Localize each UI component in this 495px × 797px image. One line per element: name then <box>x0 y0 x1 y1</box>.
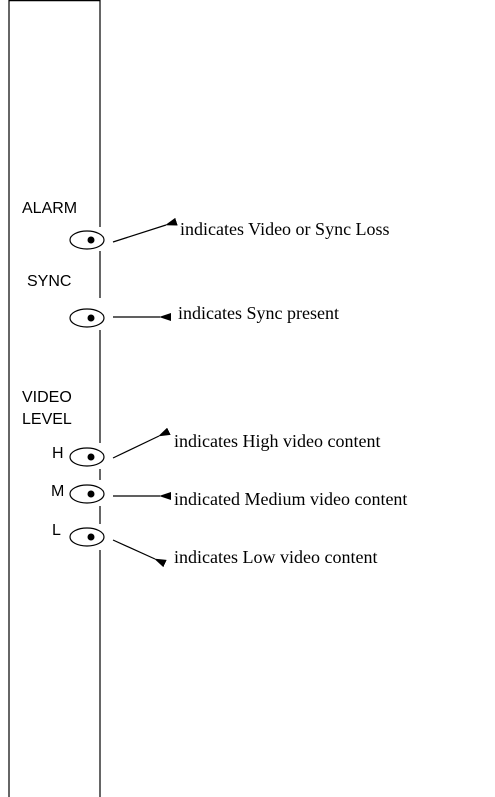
high-description: indicates High video content <box>174 431 381 451</box>
video-low-arrow-icon <box>112 539 167 568</box>
level-medium-label: M <box>51 483 65 500</box>
alarm-description: indicates Video or Sync Loss <box>180 219 390 239</box>
video-label: VIDEO <box>22 389 72 406</box>
alarm-led-icon <box>69 230 105 250</box>
sync-label: SYNC <box>27 273 72 290</box>
video-low-led-icon <box>69 527 105 547</box>
alarm-arrow-icon <box>112 217 178 243</box>
alarm-label: ALARM <box>22 200 78 217</box>
sync-led-icon <box>69 308 105 328</box>
video-high-led-icon <box>69 447 105 467</box>
medium-description: indicated Medium video content <box>174 489 408 509</box>
level-label: LEVEL <box>22 411 72 428</box>
level-low-label: L <box>52 522 61 539</box>
low-description: indicates Low video content <box>174 547 378 567</box>
level-high-label: H <box>52 445 64 462</box>
video-high-arrow-icon <box>112 427 171 459</box>
sync-description: indicates Sync present <box>178 303 339 323</box>
video-medium-led-icon <box>69 484 105 504</box>
